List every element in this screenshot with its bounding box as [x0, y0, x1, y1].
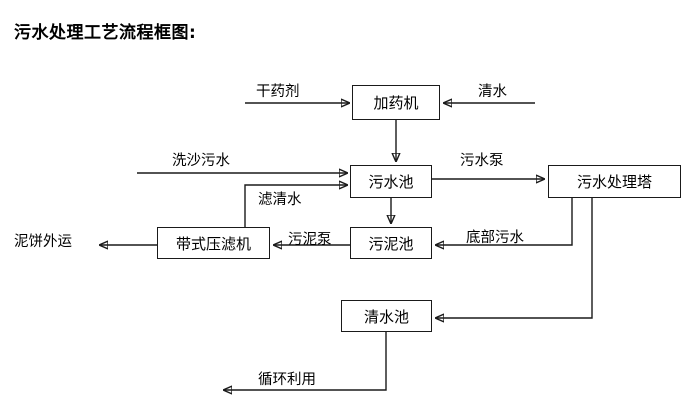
node-label: 加药机 — [373, 94, 419, 112]
node-label: 清水池 — [363, 307, 409, 326]
edge-clearwater-to-recycle — [224, 332, 387, 390]
node-clearwater-pool[interactable]: 清水池 — [341, 300, 432, 332]
edge-label-dry-agent: 干药剂 — [256, 84, 300, 100]
page-title: 污水处理工艺流程框图: — [14, 23, 197, 43]
node-label: 污泥池 — [368, 234, 414, 253]
edge-filtrate-to-sewage-pool — [244, 185, 347, 227]
node-sludge-pool[interactable]: 污泥池 — [350, 227, 432, 259]
node-treatment-tower[interactable]: 污水处理塔 — [548, 165, 681, 198]
edge-label-recycle-use: 循环利用 — [258, 372, 316, 388]
edge-label-clean-water: 清水 — [478, 84, 507, 100]
node-sewage-pool[interactable]: 污水池 — [350, 165, 432, 198]
node-belt-press[interactable]: 带式压滤机 — [157, 227, 270, 259]
node-label: 污水处理塔 — [576, 173, 652, 191]
edge-label-sewage-pump: 污水泵 — [460, 153, 504, 169]
edge-label-sludge-pump: 污泥泵 — [288, 232, 332, 248]
edge-label-mud-cake-out: 泥饼外运 — [14, 234, 72, 250]
node-label: 污水池 — [368, 173, 414, 191]
edge-label-sand-wash-sewage: 洗沙污水 — [172, 153, 230, 169]
edge-label-filtrate-water: 滤清水 — [258, 192, 302, 208]
edge-tower-bottom-to-sludge-pool — [436, 198, 573, 245]
edge-label-bottom-sewage: 底部污水 — [466, 230, 524, 246]
edge-tower-to-clearwater-pool — [436, 198, 593, 318]
node-label: 带式压滤机 — [175, 234, 251, 253]
node-dosing-machine[interactable]: 加药机 — [352, 85, 440, 120]
